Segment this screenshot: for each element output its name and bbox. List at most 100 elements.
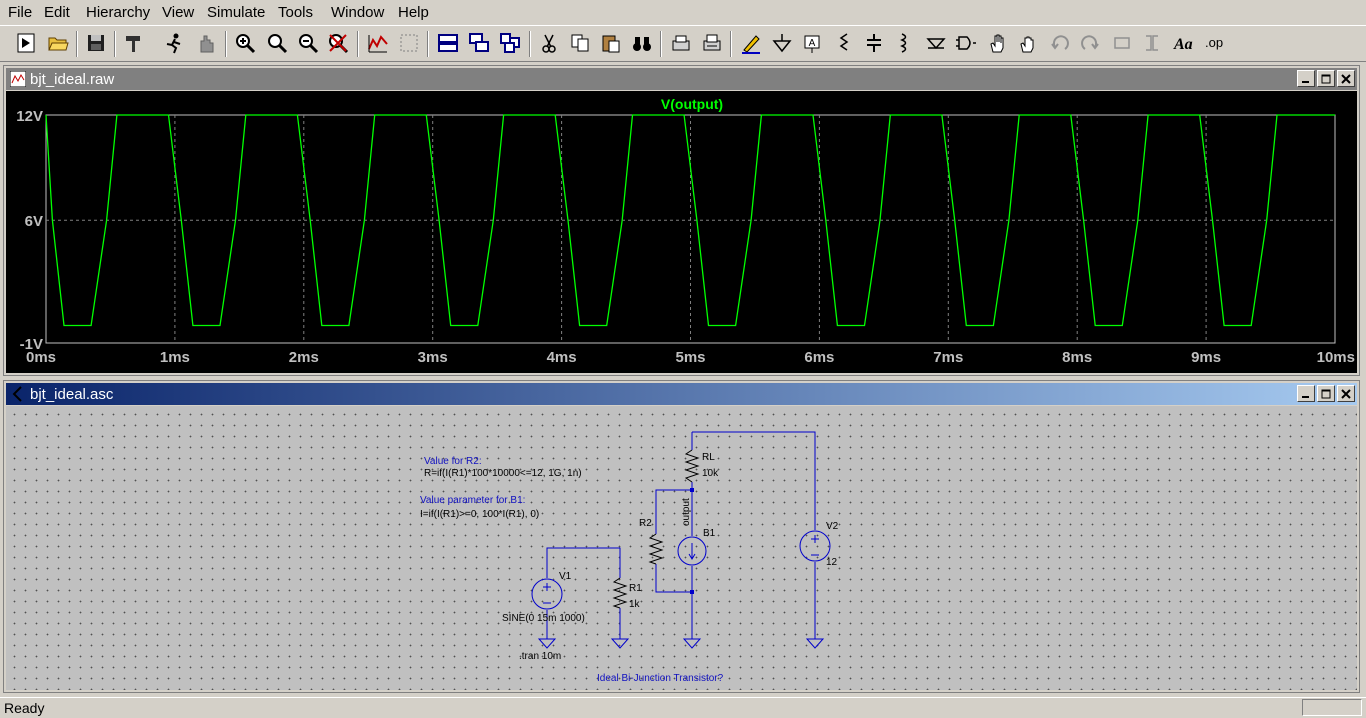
find-binoculars-icon[interactable] xyxy=(628,29,656,57)
menu-edit[interactable]: Edit xyxy=(44,4,70,21)
schematic-window: bjt_ideal.asc Value for R2: R=if(I(R1)*1… xyxy=(3,380,1360,693)
resistor-r2-symbol[interactable] xyxy=(648,533,664,565)
r1-name[interactable]: R1 xyxy=(629,583,642,594)
drag-hand-icon[interactable] xyxy=(1014,29,1042,57)
component-symbol-icon[interactable] xyxy=(952,29,980,57)
autorange-plot-icon[interactable] xyxy=(364,29,392,57)
tile-vertical-icon[interactable] xyxy=(496,29,524,57)
rotate-icon[interactable] xyxy=(1108,29,1136,57)
zoom-out-icon[interactable] xyxy=(294,29,322,57)
print-preview-icon[interactable] xyxy=(667,29,695,57)
voltage-source-v2-symbol[interactable] xyxy=(799,530,831,562)
spice-directive-icon[interactable]: .op xyxy=(1201,29,1229,57)
trace-label[interactable]: V(output) xyxy=(661,96,723,112)
close-button[interactable] xyxy=(1337,70,1355,87)
ground-symbol[interactable] xyxy=(805,638,825,649)
move-hand-icon[interactable] xyxy=(984,29,1012,57)
menu-help[interactable]: Help xyxy=(398,4,429,21)
v1-value[interactable]: SINE(0 15m 1000) xyxy=(502,613,585,624)
footer-comment[interactable]: Ideal Bi-Junction Transistor? xyxy=(597,673,724,684)
maximize-button[interactable] xyxy=(1317,385,1335,402)
menu-bar: File Edit Hierarchy View Simulate Tools … xyxy=(0,0,1366,25)
comment-b1-title[interactable]: Value parameter for B1: xyxy=(420,495,525,506)
net-label-icon[interactable]: A xyxy=(798,29,826,57)
x-tick-label: 4ms xyxy=(547,349,577,366)
close-button[interactable] xyxy=(1337,385,1355,402)
run-simulation-icon[interactable] xyxy=(160,29,188,57)
schematic-window-titlebar[interactable]: bjt_ideal.asc xyxy=(6,383,1357,405)
capacitor-symbol-icon[interactable] xyxy=(860,29,888,57)
schematic-canvas[interactable]: Value for R2: R=if(I(R1)*100*10000<=12, … xyxy=(6,406,1357,690)
open-folder-icon[interactable] xyxy=(44,29,72,57)
paste-icon[interactable] xyxy=(597,29,625,57)
v1-name[interactable]: V1 xyxy=(559,571,572,582)
text-icon[interactable]: Aa xyxy=(1170,29,1198,57)
ground-symbol[interactable] xyxy=(682,638,702,649)
trace-v-output[interactable] xyxy=(45,114,1335,327)
resistor-symbol-icon[interactable] xyxy=(830,29,858,57)
status-bar: Ready xyxy=(0,697,1366,718)
v2-value[interactable]: 12 xyxy=(826,557,838,568)
current-source-b1-symbol[interactable] xyxy=(677,536,707,566)
voltage-source-v1-symbol[interactable] xyxy=(531,578,563,610)
grid-plot-icon[interactable] xyxy=(395,29,423,57)
wires[interactable] xyxy=(546,431,816,639)
halt-hand-icon[interactable] xyxy=(192,29,220,57)
comment-r2-expression[interactable]: R=if(I(R1)*100*10000<=12, 1G, 1n) xyxy=(424,468,582,479)
v2-name[interactable]: V2 xyxy=(826,521,839,532)
resistor-r1-symbol[interactable] xyxy=(612,577,628,609)
maximize-button[interactable] xyxy=(1317,70,1335,87)
r1-value[interactable]: 1k xyxy=(629,599,641,610)
ground-symbol-icon[interactable] xyxy=(768,29,796,57)
plot-window-title: bjt_ideal.raw xyxy=(30,71,115,88)
diode-symbol-icon[interactable] xyxy=(922,29,950,57)
schematic-window-title: bjt_ideal.asc xyxy=(30,386,114,403)
y-tick-label: 6V xyxy=(25,213,43,230)
menu-hierarchy[interactable]: Hierarchy xyxy=(86,4,151,21)
plot-window-titlebar[interactable]: bjt_ideal.raw xyxy=(6,68,1357,90)
y-tick-label: 12V xyxy=(16,108,43,125)
menu-window[interactable]: Window xyxy=(331,4,385,21)
zoom-in-icon[interactable] xyxy=(231,29,259,57)
ground-symbol[interactable] xyxy=(537,638,557,649)
rl-value[interactable]: 10k xyxy=(702,468,719,479)
new-schematic-icon[interactable] xyxy=(12,29,40,57)
inductor-symbol-icon[interactable] xyxy=(890,29,918,57)
zoom-pan-icon[interactable] xyxy=(263,29,291,57)
tran-directive[interactable]: .tran 10m xyxy=(519,651,561,662)
comment-b1-expression[interactable]: I=if(I(R1)>=0, 100*I(R1), 0) xyxy=(420,509,539,520)
menu-tools[interactable]: Tools xyxy=(278,4,314,21)
draw-wire-pencil-icon[interactable] xyxy=(737,29,765,57)
b1-name[interactable]: B1 xyxy=(703,528,716,539)
toolbar-separator xyxy=(660,31,662,57)
cut-scissors-icon[interactable] xyxy=(535,29,563,57)
minimize-button[interactable] xyxy=(1297,385,1315,402)
cascade-windows-icon[interactable] xyxy=(465,29,493,57)
r2-name[interactable]: R2 xyxy=(639,518,652,529)
undo-icon[interactable] xyxy=(1046,29,1074,57)
menu-view[interactable]: View xyxy=(162,4,195,21)
net-label-output[interactable]: output xyxy=(681,498,692,526)
junction-dot xyxy=(690,590,694,594)
copy-icon[interactable] xyxy=(566,29,594,57)
rl-name[interactable]: RL xyxy=(702,452,715,463)
svg-text:Aa: Aa xyxy=(1173,36,1193,53)
x-tick-label: 1ms xyxy=(160,349,190,366)
menu-file[interactable]: File xyxy=(8,4,33,21)
redo-icon[interactable] xyxy=(1076,29,1104,57)
control-panel-hammer-icon[interactable] xyxy=(120,29,148,57)
resistor-rl-symbol[interactable] xyxy=(684,449,700,483)
mirror-icon[interactable] xyxy=(1138,29,1166,57)
minimize-button[interactable] xyxy=(1297,70,1315,87)
toolbar-separator xyxy=(357,31,359,57)
zoom-full-icon[interactable] xyxy=(324,29,352,57)
ground-symbol[interactable] xyxy=(610,638,630,649)
save-icon[interactable] xyxy=(82,29,110,57)
tile-horizontal-icon[interactable] xyxy=(434,29,462,57)
comment-r2-title[interactable]: Value for R2: xyxy=(424,456,482,467)
print-icon[interactable] xyxy=(698,29,726,57)
menu-simulate[interactable]: Simulate xyxy=(207,4,266,21)
